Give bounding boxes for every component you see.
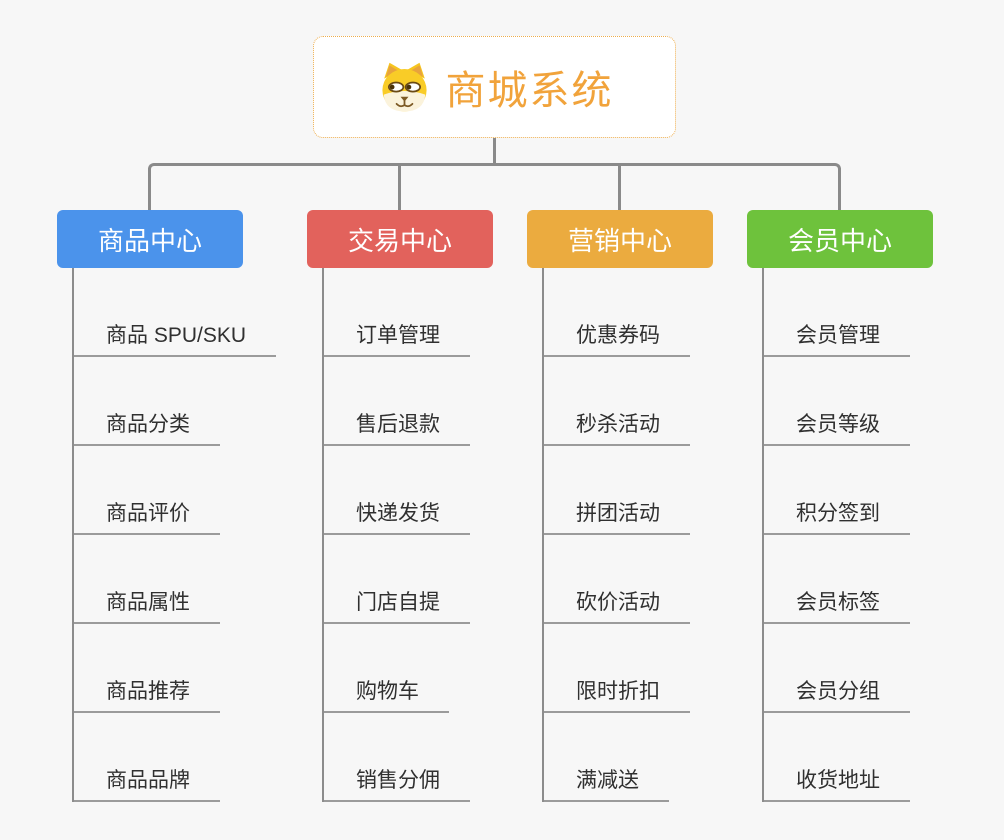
connector-drop-marketing <box>618 165 621 210</box>
branch-item[interactable]: 秒杀活动 <box>544 357 690 446</box>
branch-item[interactable]: 优惠券码 <box>544 268 690 357</box>
branch-item[interactable]: 砍价活动 <box>544 535 690 624</box>
branch-items: 订单管理售后退款快递发货门店自提购物车销售分佣 <box>322 268 517 802</box>
root-node[interactable]: 商城系统 <box>313 36 676 138</box>
branch-item[interactable]: 订单管理 <box>324 268 470 357</box>
branch-item[interactable]: 快递发货 <box>324 446 470 535</box>
branch-item[interactable]: 销售分佣 <box>324 713 470 802</box>
branch-item[interactable]: 门店自提 <box>324 535 470 624</box>
branch-item[interactable]: 会员管理 <box>764 268 910 357</box>
branch-item[interactable]: 商品品牌 <box>74 713 220 802</box>
branch-item[interactable]: 商品 SPU/SKU <box>74 268 277 357</box>
connector-drop-trade <box>398 165 401 210</box>
connector-right-elbow <box>495 163 841 210</box>
branch-header[interactable]: 会员中心 <box>747 210 933 268</box>
branch-item[interactable]: 积分签到 <box>764 446 910 535</box>
branch-item[interactable]: 购物车 <box>324 624 449 713</box>
branch-item[interactable]: 商品推荐 <box>74 624 220 713</box>
branch-item[interactable]: 满减送 <box>544 713 669 802</box>
branch-header[interactable]: 商品中心 <box>57 210 243 268</box>
branch-marketing-center: 营销中心 优惠券码秒杀活动拼团活动砍价活动限时折扣满减送 <box>527 210 737 802</box>
branch-header[interactable]: 营销中心 <box>527 210 713 268</box>
branch-item[interactable]: 商品分类 <box>74 357 220 446</box>
branch-item[interactable]: 会员标签 <box>764 535 910 624</box>
branch-item[interactable]: 收货地址 <box>764 713 910 802</box>
root-title: 商城系统 <box>445 69 614 113</box>
branch-member-center: 会员中心 会员管理会员等级积分签到会员标签会员分组收货地址 <box>747 210 957 802</box>
branch-item[interactable]: 限时折扣 <box>544 624 690 713</box>
branch-header[interactable]: 交易中心 <box>307 210 493 268</box>
branch-item[interactable]: 会员等级 <box>764 357 910 446</box>
branch-trade-center: 交易中心 订单管理售后退款快递发货门店自提购物车销售分佣 <box>307 210 517 802</box>
connector-left-elbow <box>148 163 495 210</box>
branch-item[interactable]: 售后退款 <box>324 357 470 446</box>
connector-root-stem <box>493 138 496 165</box>
branch-item[interactable]: 拼团活动 <box>544 446 690 535</box>
branch-item[interactable]: 商品属性 <box>74 535 220 624</box>
dog-icon <box>381 62 427 111</box>
branch-item[interactable]: 商品评价 <box>74 446 220 535</box>
branch-item[interactable]: 会员分组 <box>764 624 910 713</box>
branch-items: 优惠券码秒杀活动拼团活动砍价活动限时折扣满减送 <box>542 268 737 802</box>
branch-items: 会员管理会员等级积分签到会员标签会员分组收货地址 <box>762 268 957 802</box>
